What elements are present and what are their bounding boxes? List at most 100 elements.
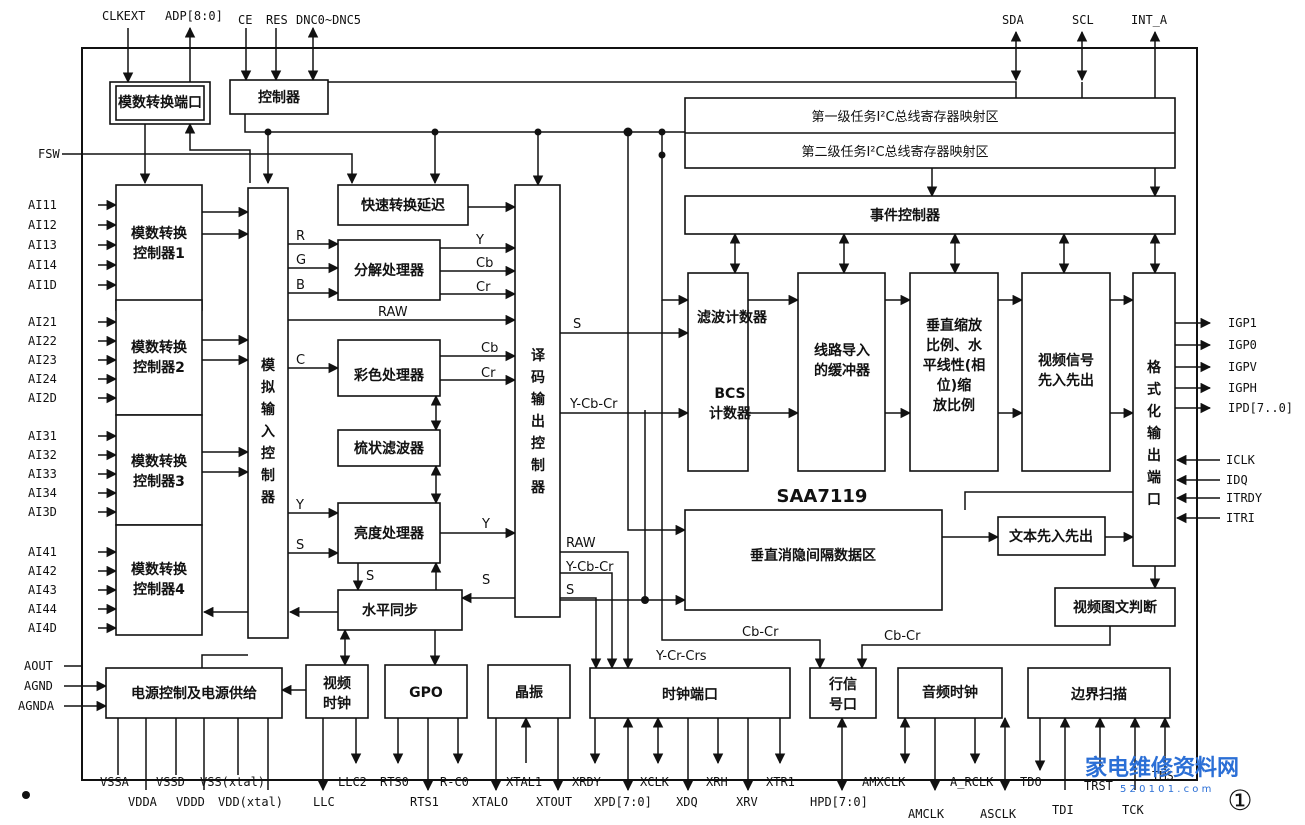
pin-xtalo: XTALO bbox=[472, 795, 508, 809]
vbi-data-box bbox=[684, 509, 943, 611]
video-clock-label-2: 时钟 bbox=[323, 695, 351, 712]
pin-rts0: RTS0 bbox=[380, 775, 409, 789]
gpo-box bbox=[384, 664, 468, 719]
luma-proc-box bbox=[337, 502, 441, 564]
decoder-output-label: 译 码 输 出 控 制 器 bbox=[530, 348, 546, 496]
pin-xdq: XDQ bbox=[676, 795, 698, 809]
vertical-scaler-label-5: 放比例 bbox=[932, 397, 975, 414]
pin-ai: AI33 bbox=[28, 467, 57, 481]
analog-input-ctrl-char: 拟 bbox=[261, 379, 275, 396]
signal-b: B bbox=[296, 278, 305, 293]
analog-input-ctrl-char: 入 bbox=[261, 424, 275, 440]
pin-ai: AI4D bbox=[28, 621, 57, 635]
pin-ai: AI12 bbox=[28, 218, 57, 232]
signal-g: G bbox=[296, 253, 306, 268]
line-buffer-label-1: 线路导入 bbox=[814, 342, 870, 359]
watermark-url: 5 2 0 1 0 1 . c o m bbox=[1120, 784, 1211, 795]
signal-s-out: S bbox=[573, 317, 581, 332]
bcs-counter-label-1: BCS bbox=[714, 386, 745, 402]
analog-input-ctrl-char: 输 bbox=[261, 401, 276, 418]
format-output-char: 端 bbox=[1147, 469, 1161, 486]
pin-ai: AI14 bbox=[28, 258, 57, 272]
pin-ce: CE bbox=[238, 13, 252, 27]
blocks bbox=[105, 79, 1176, 719]
signal-ycbcr-2: Y-Cb-Cr bbox=[565, 560, 614, 575]
comb-filter-label: 梳状滤波器 bbox=[354, 440, 425, 457]
pin-vdd-xtal: VDD(xtal) bbox=[218, 795, 283, 809]
i2c-map-1-label: 第一级任务I²C总线寄存器映射区 bbox=[811, 109, 998, 125]
text-fifo-box bbox=[997, 516, 1106, 556]
decoder-output-char: 出 bbox=[531, 413, 545, 430]
pin-ai: AI2D bbox=[28, 391, 57, 405]
line-port-label-1: 行信 bbox=[828, 676, 857, 693]
signal-cr: Cr bbox=[476, 280, 491, 295]
signal-y: Y bbox=[475, 233, 484, 248]
component-proc-label: 分解处理器 bbox=[354, 262, 425, 279]
pin-trst: TRST bbox=[1084, 779, 1113, 793]
video-clock-label-1: 视频 bbox=[323, 675, 351, 692]
decoder-output-char: 器 bbox=[530, 480, 546, 496]
pin-llc: LLC bbox=[313, 795, 335, 809]
decoder-output-char: 输 bbox=[531, 391, 546, 408]
signal-cb: Cb bbox=[476, 256, 493, 271]
pin-sda: SDA bbox=[1002, 13, 1024, 27]
signal-cb-cr-2: Cb-Cr bbox=[884, 629, 921, 644]
pin-labels-right: IGP1 IGP0 IGPV IGPH IPD[7..0] ICLK IDQ I… bbox=[1226, 316, 1293, 525]
pin-xrv: XRV bbox=[736, 795, 758, 809]
pin-ai: AI42 bbox=[28, 564, 57, 578]
pin-xpd: XPD[7:0] bbox=[594, 795, 652, 809]
pin-ai: AI44 bbox=[28, 602, 57, 616]
pin-adp: ADP[8:0] bbox=[165, 9, 223, 23]
clock-port-box bbox=[589, 667, 791, 719]
pin-clkext: CLKEXT bbox=[102, 9, 145, 23]
pin-ai: AI13 bbox=[28, 238, 57, 252]
pin-idq: IDQ bbox=[1226, 473, 1248, 487]
signal-y-cr-crs: Y-Cr-Crs bbox=[655, 649, 707, 664]
pin-ai: AI21 bbox=[28, 315, 57, 329]
format-output-box bbox=[1132, 272, 1176, 567]
controller-label: 控制器 bbox=[258, 89, 301, 106]
pin-rts1: RTS1 bbox=[410, 795, 439, 809]
power-ctrl-label: 电源控制及电源供给 bbox=[131, 685, 257, 702]
power-ctrl-box bbox=[105, 667, 283, 719]
bcs-counter-label-2: 计数器 bbox=[709, 405, 752, 422]
adc-port-box bbox=[109, 81, 211, 125]
vertical-scaler-box bbox=[909, 272, 999, 472]
signal-labels: R G B RAW C Y S Y Cb Cr Cb Cr Y S S S Y-… bbox=[295, 229, 921, 664]
pin-aout: AOUT bbox=[24, 659, 53, 673]
vertical-scaler-label-1: 垂直缩放 bbox=[926, 317, 983, 334]
boundary-scan-label: 边界扫描 bbox=[1070, 686, 1127, 703]
watermark-logo: 家电维修资料网 bbox=[1085, 755, 1239, 781]
fast-switch-delay-box bbox=[337, 184, 469, 226]
adc3-label-1: 模数转换 bbox=[131, 453, 188, 470]
format-output-char: 口 bbox=[1147, 492, 1161, 508]
signal-raw-out: RAW bbox=[566, 536, 596, 551]
signal-c: C bbox=[296, 353, 305, 368]
pin-xtr1: XTR1 bbox=[766, 775, 795, 789]
format-output-char: 出 bbox=[1147, 447, 1161, 464]
signal-y-out: Y bbox=[481, 517, 490, 532]
filter-counter-box bbox=[687, 272, 749, 472]
event-controller-box bbox=[684, 195, 1176, 235]
watermark: 家电维修资料网 5 2 0 1 0 1 . c o m bbox=[1085, 755, 1239, 795]
pin-labels-left: FSW AI11 AI12 AI13 AI14 AI1D AI21 AI22 A… bbox=[18, 147, 60, 713]
pin-vdda: VDDA bbox=[128, 795, 158, 809]
vbi-data-label: 垂直消隐间隔数据区 bbox=[750, 547, 876, 564]
hsync-box bbox=[337, 589, 463, 631]
pin-ai: AI34 bbox=[28, 486, 57, 500]
decoder-output-char: 译 bbox=[531, 348, 546, 364]
analog-input-ctrl-label: 模 拟 输 入 控 制 器 bbox=[260, 357, 276, 506]
figure-number: ① bbox=[1227, 784, 1252, 817]
block-labels: 模数转换端口 控制器 第一级任务I²C总线寄存器映射区 第二级任务I²C总线寄存… bbox=[118, 89, 1162, 713]
pin-ai: AI22 bbox=[28, 334, 57, 348]
clock-port-label: 时钟端口 bbox=[662, 686, 718, 703]
pin-ipd: IPD[7..0] bbox=[1228, 401, 1293, 415]
format-output-char: 化 bbox=[1147, 403, 1161, 420]
component-proc-box bbox=[337, 239, 441, 301]
adc1-label-1: 模数转换 bbox=[131, 225, 188, 242]
video-clock-box bbox=[305, 664, 369, 719]
adc2-label-1: 模数转换 bbox=[131, 339, 188, 356]
teletext-detect-box bbox=[1054, 587, 1176, 627]
line-buffer-box bbox=[797, 272, 886, 472]
